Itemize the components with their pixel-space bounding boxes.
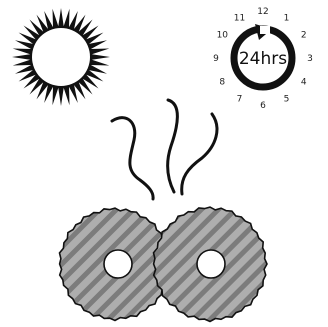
sun-core: [32, 28, 90, 86]
steam-wave-icon: [112, 100, 217, 199]
clock-number: 11: [234, 13, 245, 23]
clock-number: 2: [301, 31, 307, 41]
clock-ring-gap: [260, 26, 270, 34]
disc-right-hole: [197, 250, 225, 278]
clock-center-label: 24hrs: [239, 49, 287, 69]
steam-line-middle: [168, 100, 178, 192]
disc-right: [154, 207, 268, 321]
clock-number: 10: [217, 31, 229, 41]
steam-line-left: [112, 118, 153, 199]
clock-number: 9: [213, 54, 219, 64]
disc-left-hole: [104, 250, 132, 278]
clock-number: 8: [219, 78, 225, 88]
steam-line-right: [182, 114, 217, 194]
clock-number: 1: [284, 13, 290, 23]
clock-number: 7: [237, 95, 243, 105]
clock-number: 12: [257, 7, 268, 17]
sun-icon: [12, 8, 110, 106]
sliced-disc-icon: [60, 207, 268, 321]
clock-number: 4: [301, 78, 307, 88]
clock-number: 5: [284, 95, 290, 105]
clock-number: 3: [307, 54, 313, 64]
clock-number: 6: [260, 101, 266, 111]
